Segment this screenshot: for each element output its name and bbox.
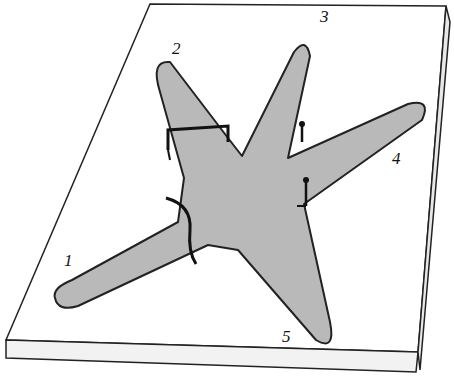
pin — [305, 180, 308, 206]
pin-head — [303, 177, 309, 183]
callout-number: 1 — [64, 252, 73, 269]
callout-number: 4 — [392, 150, 401, 167]
pin-head — [299, 121, 305, 127]
board-top — [6, 4, 446, 352]
wire — [166, 198, 196, 264]
board-side — [418, 6, 450, 370]
starfish — [55, 45, 425, 344]
callout-number: 3 — [320, 8, 329, 25]
pin-foot — [297, 205, 306, 207]
staple-leg — [168, 150, 170, 160]
callout-number: 2 — [172, 40, 181, 57]
board-front — [6, 340, 418, 372]
callout-number: 5 — [282, 328, 291, 345]
staple — [168, 126, 228, 150]
